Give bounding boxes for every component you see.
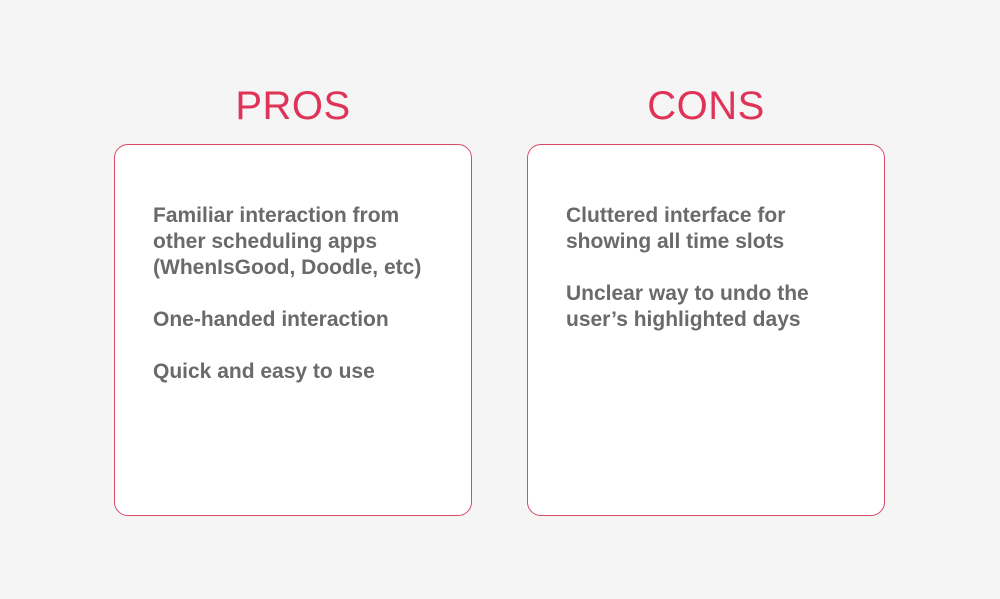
cons-heading: CONS <box>647 84 765 128</box>
cons-card: Cluttered interface for showing all time… <box>527 144 885 516</box>
pros-item-one-handed: One-handed interaction <box>153 308 389 331</box>
pros-card: Familiar interaction from other scheduli… <box>114 144 472 516</box>
pros-item-quick-easy: Quick and easy to use <box>153 360 375 383</box>
cons-list: Cluttered interface for showing all time… <box>566 203 866 359</box>
cons-item-cluttered-interface: Cluttered interface for showing all time… <box>566 204 786 253</box>
pros-list: Familiar interaction from other scheduli… <box>153 203 453 411</box>
pros-item-familiar-interaction: Familiar interaction from other scheduli… <box>153 204 422 279</box>
cons-item-unclear-undo: Unclear way to undo the user’s highlight… <box>566 282 809 331</box>
pros-heading: PROS <box>235 84 351 128</box>
